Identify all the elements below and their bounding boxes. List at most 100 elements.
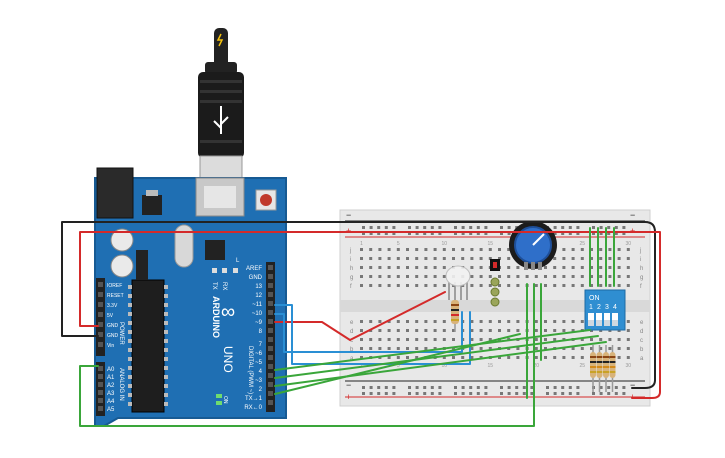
row-letter: g bbox=[350, 275, 353, 281]
power-pin[interactable] bbox=[98, 322, 103, 327]
dip-number: 4 bbox=[613, 304, 617, 311]
analog-pin[interactable] bbox=[98, 390, 103, 395]
row-letter: h bbox=[350, 266, 353, 272]
header-pin[interactable] bbox=[268, 283, 273, 288]
small-led-module[interactable] bbox=[490, 259, 500, 307]
power-pin[interactable] bbox=[98, 292, 103, 297]
column-number: 5 bbox=[397, 363, 400, 369]
analog-pin[interactable] bbox=[98, 406, 103, 411]
header-pin[interactable] bbox=[268, 382, 273, 387]
chip-pins bbox=[128, 285, 168, 406]
usb-cable[interactable] bbox=[198, 28, 244, 179]
header-pin[interactable] bbox=[268, 346, 273, 351]
digital-label: DIGITAL (PWM ~) bbox=[247, 346, 253, 394]
power-pin-label: 5V bbox=[107, 313, 114, 319]
power-label: POWER bbox=[118, 322, 124, 345]
column-number: 20 bbox=[534, 363, 540, 369]
header-pin[interactable] bbox=[268, 373, 273, 378]
crystal bbox=[174, 224, 194, 268]
header-pin[interactable] bbox=[268, 301, 273, 306]
wire-pin4[interactable] bbox=[274, 329, 591, 371]
header-pin[interactable] bbox=[268, 328, 273, 333]
column-number: 1 bbox=[360, 241, 363, 247]
analog-pin[interactable] bbox=[98, 398, 103, 403]
power-pin-label: RESET bbox=[107, 293, 124, 299]
usb-chip bbox=[205, 240, 225, 260]
digital-pin-label: 12 bbox=[255, 293, 262, 299]
digital-pin-label: AREF bbox=[246, 266, 262, 272]
analog-pin-label: A1 bbox=[107, 375, 115, 381]
analog-pin[interactable] bbox=[98, 374, 103, 379]
power-pin[interactable] bbox=[98, 302, 103, 307]
header-pin[interactable] bbox=[268, 400, 273, 405]
power-pin[interactable] bbox=[98, 282, 103, 287]
wire-pin9[interactable] bbox=[274, 291, 446, 341]
power-jack bbox=[96, 167, 134, 219]
digital-pin-label: ~10 bbox=[252, 311, 263, 317]
wire-5v[interactable] bbox=[79, 231, 661, 399]
dip-lever[interactable] bbox=[604, 313, 610, 326]
row-letter: e bbox=[640, 320, 644, 326]
header-pin[interactable] bbox=[268, 274, 273, 279]
row-letter: e bbox=[350, 320, 354, 326]
voltage-regulator bbox=[142, 195, 162, 215]
analog-pin-label: A3 bbox=[107, 391, 115, 397]
power-pin[interactable] bbox=[98, 332, 103, 337]
header-pins[interactable] bbox=[98, 265, 273, 411]
wires[interactable] bbox=[61, 221, 661, 427]
wire-pin10[interactable] bbox=[274, 311, 463, 353]
row-letter: d bbox=[640, 329, 643, 335]
row-letter: a bbox=[640, 356, 644, 362]
header-pin[interactable] bbox=[268, 355, 273, 360]
dip-lever[interactable] bbox=[612, 313, 618, 326]
header-pin[interactable] bbox=[268, 391, 273, 396]
rail-minus-label: − bbox=[346, 380, 351, 390]
analog-pin-label: A2 bbox=[107, 383, 115, 389]
arduino-logo: ∞ bbox=[221, 301, 235, 323]
header-pin[interactable] bbox=[268, 265, 273, 270]
wire-a0[interactable] bbox=[79, 283, 535, 427]
column-number: 5 bbox=[397, 241, 400, 247]
wire-pin2[interactable] bbox=[274, 341, 607, 387]
wire-pin3[interactable] bbox=[274, 335, 599, 379]
analog-pin[interactable] bbox=[98, 366, 103, 371]
power-pin-label: IOREF bbox=[107, 283, 122, 289]
row-letter: j bbox=[349, 248, 351, 254]
header-pin[interactable] bbox=[268, 319, 273, 324]
power-pin[interactable] bbox=[98, 312, 103, 317]
arduino-uno-board[interactable]: TX RX L ARDUINO ∞ UNO DIGITAL (PWM ~) PO… bbox=[94, 167, 287, 427]
digital-pin-label: 13 bbox=[255, 284, 262, 290]
row-letter: i bbox=[640, 257, 641, 263]
digital-pin-label: RX←0 bbox=[244, 405, 262, 411]
header-pin[interactable] bbox=[268, 364, 273, 369]
power-pin[interactable] bbox=[98, 342, 103, 347]
digital-pin-label: 4 bbox=[259, 369, 263, 375]
column-number: 30 bbox=[626, 363, 632, 369]
arduino-model: UNO bbox=[221, 346, 235, 373]
header-pin[interactable] bbox=[268, 337, 273, 342]
dip-on-label: ON bbox=[589, 295, 600, 302]
rgb-led[interactable] bbox=[445, 265, 471, 300]
row-letter: a bbox=[350, 356, 354, 362]
analog-pin[interactable] bbox=[98, 382, 103, 387]
analog-pin-label: A5 bbox=[107, 407, 115, 413]
row-letter: b bbox=[640, 347, 644, 353]
digital-pin-label: ~9 bbox=[255, 320, 263, 326]
digital-pin-label: TX→1 bbox=[245, 396, 263, 402]
digital-pin-label: GND bbox=[249, 275, 263, 281]
analog-label: ANALOG IN bbox=[118, 368, 124, 401]
dip-lever[interactable] bbox=[596, 313, 602, 326]
row-letter: j bbox=[639, 248, 641, 254]
dip-number: 3 bbox=[605, 304, 609, 311]
dip-lever[interactable] bbox=[588, 313, 594, 326]
wire-pot-signal[interactable] bbox=[274, 333, 521, 395]
resistor[interactable] bbox=[451, 292, 459, 332]
resistor-array[interactable] bbox=[590, 345, 616, 392]
header-pin[interactable] bbox=[268, 310, 273, 315]
header-pin[interactable] bbox=[268, 292, 273, 297]
l-led-label: L bbox=[236, 258, 240, 264]
